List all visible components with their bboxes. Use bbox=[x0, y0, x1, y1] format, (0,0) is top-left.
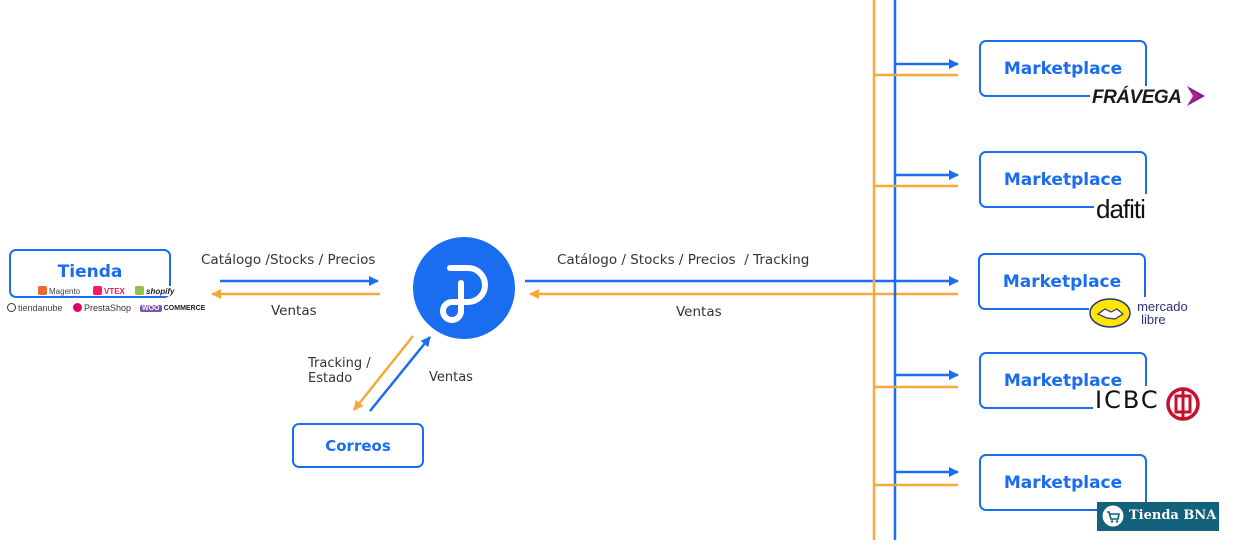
branch-marketplace-4 bbox=[874, 370, 959, 389]
vtex-logo: VTEX bbox=[92, 286, 126, 296]
fravega-chevron-icon bbox=[1186, 86, 1205, 106]
fravega-logo: FRÁVEGA bbox=[1090, 86, 1207, 109]
label-hub-to-store: Ventas bbox=[271, 303, 317, 319]
platform-p-logo-icon bbox=[440, 265, 488, 323]
mercadolibre-logo: mercado libre bbox=[1089, 297, 1188, 329]
marketplace-node-tiendabna: Marketplace bbox=[979, 454, 1147, 511]
label-marketplaces-to-hub: Ventas bbox=[676, 304, 722, 320]
shopping-cart-icon bbox=[1102, 505, 1124, 527]
courier-title: Correos bbox=[325, 437, 391, 455]
branch-marketplace-5 bbox=[874, 467, 959, 487]
store-title: Tienda bbox=[57, 262, 123, 282]
icbc-logo: ICBC bbox=[1093, 386, 1203, 422]
marketplace-title: Marketplace bbox=[1003, 170, 1123, 190]
prestashop-logo: PrestaShop bbox=[73, 303, 131, 313]
icbc-emblem-icon bbox=[1165, 387, 1200, 421]
hub-node bbox=[413, 237, 515, 339]
branch-marketplace-1 bbox=[874, 59, 959, 77]
arrow-hub-to-courier bbox=[353, 335, 414, 411]
woocommerce-logo: WOO COMMERCE bbox=[140, 305, 206, 312]
label-courier-to-hub: Ventas bbox=[429, 370, 473, 385]
dafiti-logo: dafiti bbox=[1094, 194, 1147, 225]
marketplace-node-fravega: Marketplace bbox=[979, 40, 1147, 97]
mercadolibre-line2: libre bbox=[1141, 312, 1166, 327]
arrow-courier-to-hub bbox=[369, 336, 431, 412]
tiendabna-logo: Tienda BNA bbox=[1097, 502, 1219, 531]
shopify-logo: shopify bbox=[134, 286, 176, 296]
marketplace-title: Marketplace bbox=[1003, 59, 1123, 79]
handshake-icon bbox=[1089, 298, 1131, 328]
label-hub-to-marketplaces: Catálogo / Stocks / Precios / Tracking bbox=[557, 252, 810, 268]
branch-marketplace-2 bbox=[874, 170, 959, 188]
mercadolibre-line1: mercado bbox=[1137, 299, 1188, 314]
label-hub-to-courier: Tracking / Estado bbox=[308, 356, 371, 386]
marketplace-title: Marketplace bbox=[1003, 371, 1123, 391]
marketplace-title: Marketplace bbox=[1002, 272, 1122, 292]
courier-node: Correos bbox=[292, 423, 424, 468]
marketplace-title: Marketplace bbox=[1003, 473, 1123, 493]
magento-logo: Magento bbox=[37, 286, 82, 296]
label-store-to-hub: Catálogo /Stocks / Precios bbox=[201, 252, 376, 268]
tiendanube-logo: tiendanube bbox=[7, 303, 63, 313]
